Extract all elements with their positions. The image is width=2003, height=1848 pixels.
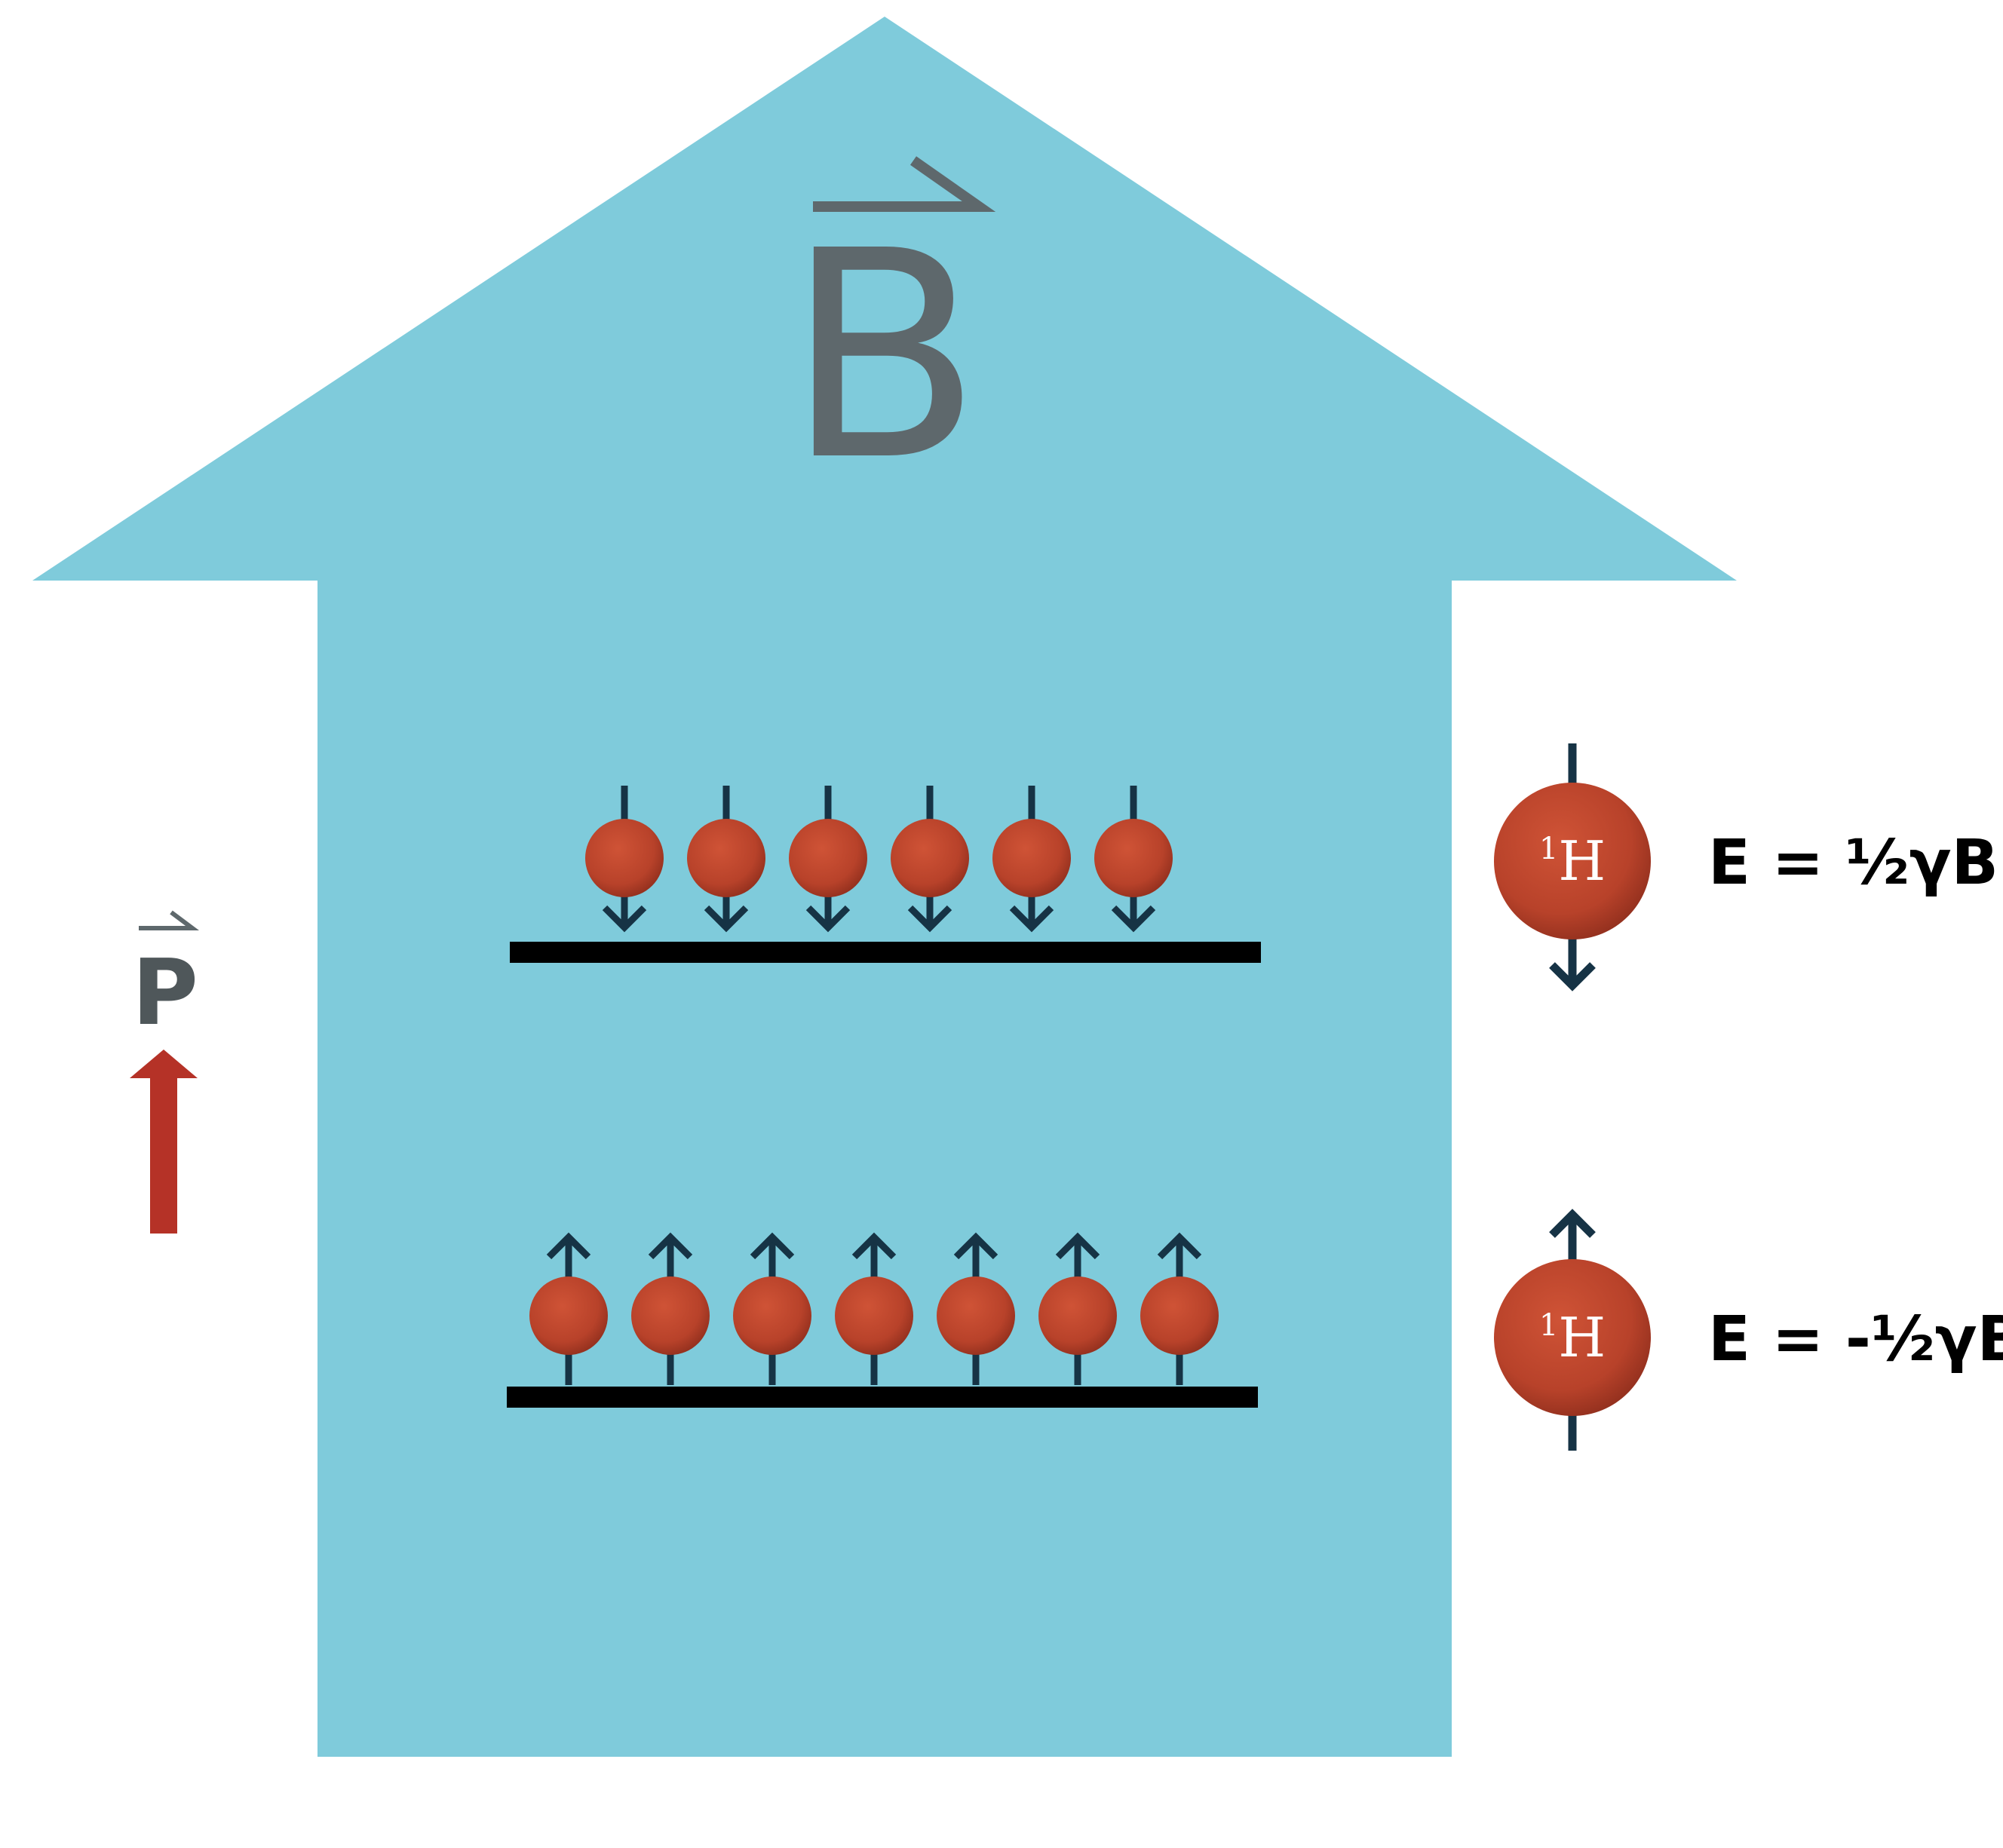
lower-energy-label: E = -½γB — [1708, 1304, 2003, 1375]
spin-down-nucleus — [687, 786, 765, 933]
spin-up-nucleus — [631, 1232, 710, 1385]
polarization-symbol: P — [132, 941, 198, 1046]
spin-up-nucleus — [529, 1232, 608, 1385]
field-symbol: B — [786, 189, 983, 523]
hydrogen-nucleus — [1494, 783, 1651, 939]
spin-down-nucleus — [992, 786, 1071, 933]
spin-down-population — [585, 786, 1173, 933]
legend-spin-up: 1H E = -½γB — [1494, 1209, 2003, 1451]
vector-harpoon-icon — [813, 156, 996, 212]
polarization-label: P — [132, 910, 199, 1046]
upper-energy-label: E = ½γB — [1708, 827, 1998, 899]
legend-spin-down: 1H E = ½γB — [1494, 743, 1998, 991]
vector-harpoon-icon — [139, 910, 199, 930]
spin-up-population — [529, 1232, 1219, 1385]
spin-up-nucleus — [1140, 1232, 1219, 1385]
spin-down-nucleus — [789, 786, 867, 933]
hydrogen-nucleus — [1494, 1259, 1651, 1416]
spin-down-nucleus — [891, 786, 969, 933]
polarization-arrow — [130, 1050, 198, 1234]
nucleus-label: 1H — [1539, 829, 1606, 893]
spin-up-nucleus — [937, 1232, 1015, 1385]
spin-down-nucleus — [1094, 786, 1173, 933]
field-vector-label: B — [786, 156, 996, 523]
spin-up-nucleus — [733, 1232, 811, 1385]
spin-up-nucleus — [1038, 1232, 1117, 1385]
spin-down-nucleus — [585, 786, 664, 933]
magnetic-field-arrow — [32, 17, 1737, 1757]
nucleus-label: 1H — [1539, 1306, 1606, 1369]
spin-up-nucleus — [835, 1232, 913, 1385]
